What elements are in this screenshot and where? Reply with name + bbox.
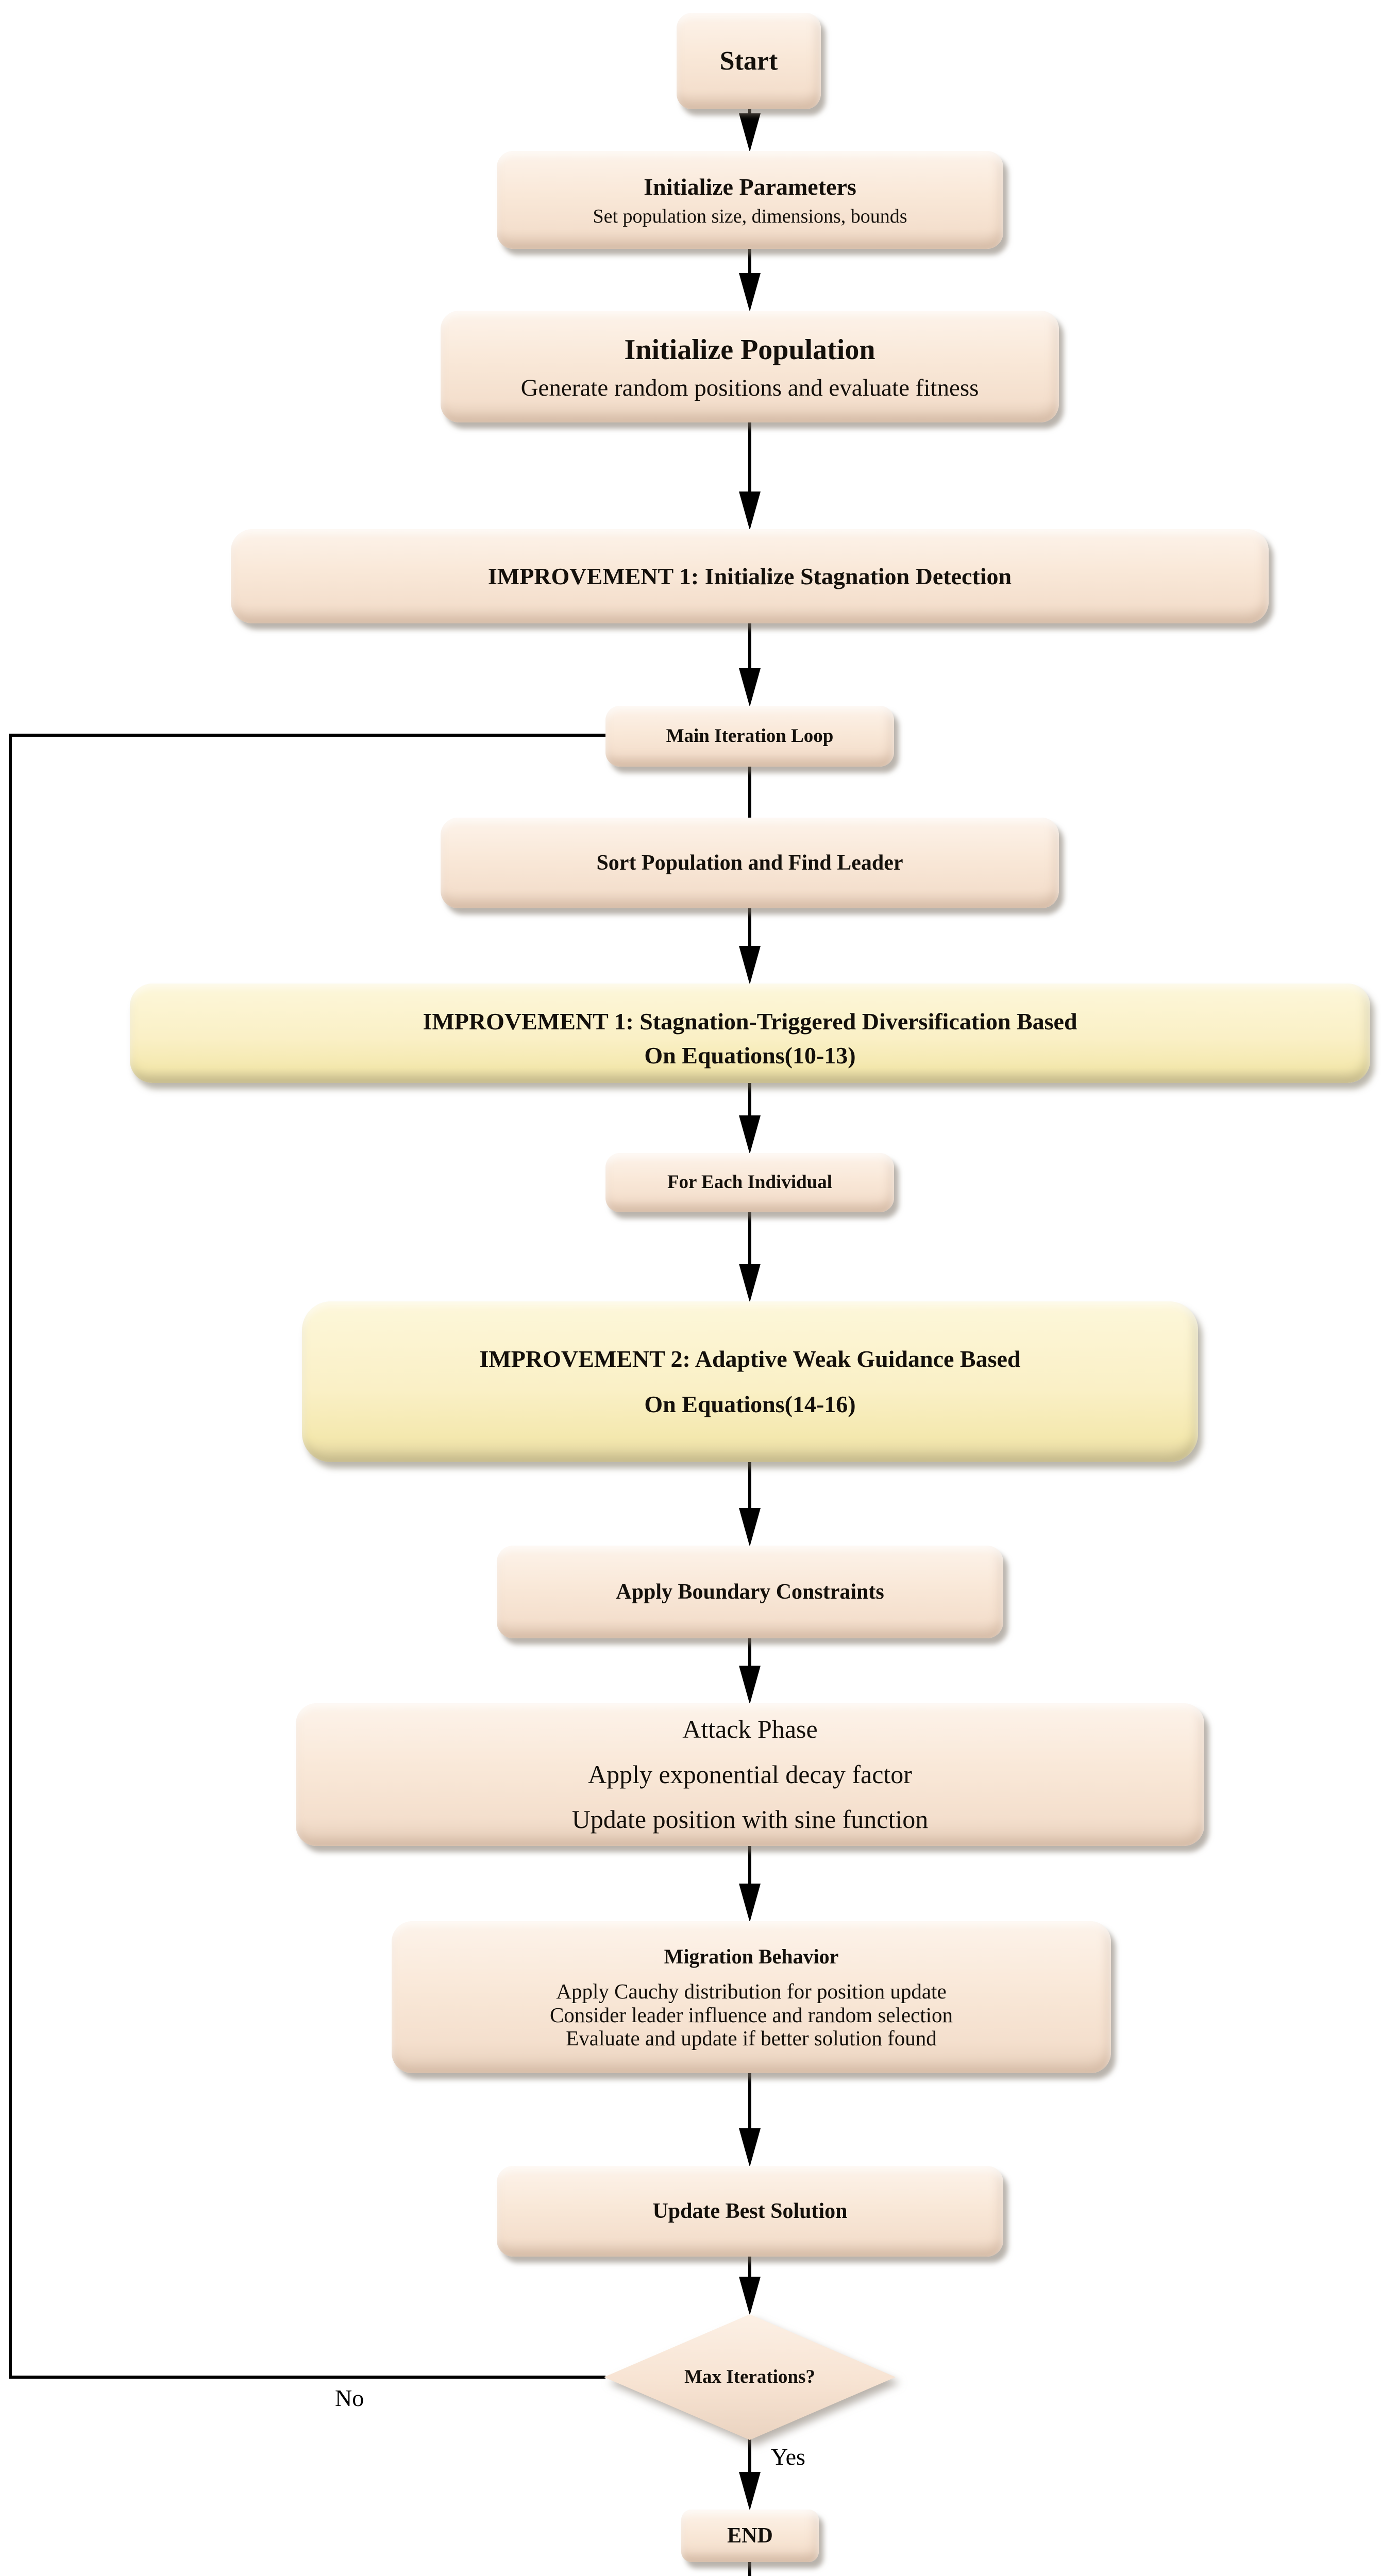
- arrowhead-down-icon: [739, 1508, 761, 1547]
- edge-initpop-imp1init: [748, 421, 751, 496]
- node-start-label: Start: [719, 46, 778, 76]
- node-line3: Evaluate and update if better solution f…: [566, 2026, 937, 2050]
- node-line1: IMPROVEMENT 1: Stagnation-Triggered Dive…: [423, 1008, 1077, 1035]
- node-line1: IMPROVEMENT 2: Adaptive Weak Guidance Ba…: [479, 1345, 1021, 1372]
- node-line1: Attack Phase: [682, 1715, 818, 1744]
- node-line2: Apply exponential decay factor: [588, 1759, 912, 1789]
- node-sort-population-find-leader: Sort Population and Find Leader: [441, 818, 1059, 908]
- node-title: Update Best Solution: [652, 2199, 848, 2223]
- label-yes: Yes: [771, 2444, 805, 2470]
- edge-imp1init-mainloop: [748, 622, 751, 672]
- node-title: Initialize Population: [624, 333, 875, 366]
- node-subtitle: Set population size, dimensions, bounds: [593, 205, 907, 227]
- node-line2: Consider leader influence and random sel…: [549, 2003, 953, 2027]
- node-attack-phase: Attack Phase Apply exponential decay fac…: [296, 1703, 1204, 1846]
- edge-attack-migration: [748, 1845, 751, 1888]
- arrowhead-down-icon: [739, 492, 761, 530]
- node-end: END: [681, 2510, 819, 2562]
- edge-imp1div-foreach: [748, 1082, 751, 1120]
- label-no: No: [335, 2385, 364, 2411]
- arrowhead-down-icon: [739, 946, 761, 985]
- arrowhead-down-icon: [739, 2128, 761, 2167]
- node-improvement1-diversification: IMPROVEMENT 1: Stagnation-Triggered Dive…: [130, 984, 1370, 1083]
- edge-end-return: [748, 2561, 751, 2576]
- edge-updatebest-decision: [748, 2256, 751, 2281]
- arrowhead-down-icon: [739, 1884, 761, 1922]
- node-migration-behavior: Migration Behavior Apply Cauchy distribu…: [392, 1921, 1111, 2073]
- node-max-iterations-decision: Max Iterations?: [604, 2314, 896, 2440]
- node-line1: Apply Cauchy distribution for position u…: [556, 1979, 947, 2003]
- node-title: Initialize Parameters: [644, 174, 856, 200]
- node-title: Migration Behavior: [664, 1944, 839, 1968]
- node-title: Main Iteration Loop: [666, 725, 834, 747]
- node-line2: On Equations(10-13): [644, 1042, 856, 1069]
- node-title: IMPROVEMENT 1: Initialize Stagnation Det…: [487, 563, 1012, 589]
- loop-edge-bottom-segment: [9, 2376, 605, 2379]
- arrowhead-down-icon: [739, 273, 761, 312]
- node-title: END: [727, 2523, 773, 2548]
- node-apply-boundary-constraints: Apply Boundary Constraints: [497, 1546, 1003, 1638]
- node-line2: On Equations(14-16): [644, 1391, 856, 1417]
- edge-boundary-attack: [748, 1637, 751, 1670]
- edge-sortpop-imp1div: [748, 907, 751, 950]
- node-subtitle: Generate random positions and evaluate f…: [520, 374, 979, 401]
- node-title: Apply Boundary Constraints: [616, 1580, 884, 1604]
- arrowhead-down-icon: [739, 2277, 761, 2315]
- arrowhead-down-icon: [739, 1666, 761, 1704]
- node-title: For Each Individual: [667, 1172, 833, 1193]
- node-update-best-solution: Update Best Solution: [497, 2166, 1003, 2257]
- arrowhead-down-icon: [739, 2472, 761, 2511]
- node-main-iteration-loop: Main Iteration Loop: [605, 706, 894, 767]
- node-line3: Update position with sine function: [571, 1805, 929, 1834]
- node-initialize-population: Initialize Population Generate random po…: [441, 311, 1059, 422]
- loop-edge-vertical-segment: [9, 734, 12, 2379]
- decision-diamond-shape: Max Iterations?: [604, 2314, 896, 2440]
- edge-initparams-initpop: [748, 248, 751, 277]
- node-title: Max Iterations?: [684, 2366, 815, 2387]
- arrowhead-down-icon: [739, 1115, 761, 1154]
- edge-mainloop-sortpop: [748, 766, 751, 819]
- node-improvement1-init-stagnation: IMPROVEMENT 1: Initialize Stagnation Det…: [231, 529, 1269, 623]
- edge-imp2-boundary: [748, 1461, 751, 1512]
- node-start: Start: [677, 13, 821, 109]
- node-for-each-individual: For Each Individual: [605, 1153, 894, 1212]
- edge-foreach-imp2: [748, 1211, 751, 1268]
- node-title: Sort Population and Find Leader: [596, 851, 903, 875]
- arrowhead-down-icon: [739, 1264, 761, 1302]
- loop-edge-top-segment: [9, 734, 605, 737]
- edge-decision-end: [748, 2439, 751, 2476]
- arrowhead-down-icon: [739, 113, 761, 152]
- arrowhead-down-icon: [739, 668, 761, 707]
- node-initialize-parameters: Initialize Parameters Set population siz…: [497, 151, 1003, 249]
- edge-migration-updatebest: [748, 2072, 751, 2132]
- node-improvement2-weak-guidance: IMPROVEMENT 2: Adaptive Weak Guidance Ba…: [302, 1301, 1198, 1462]
